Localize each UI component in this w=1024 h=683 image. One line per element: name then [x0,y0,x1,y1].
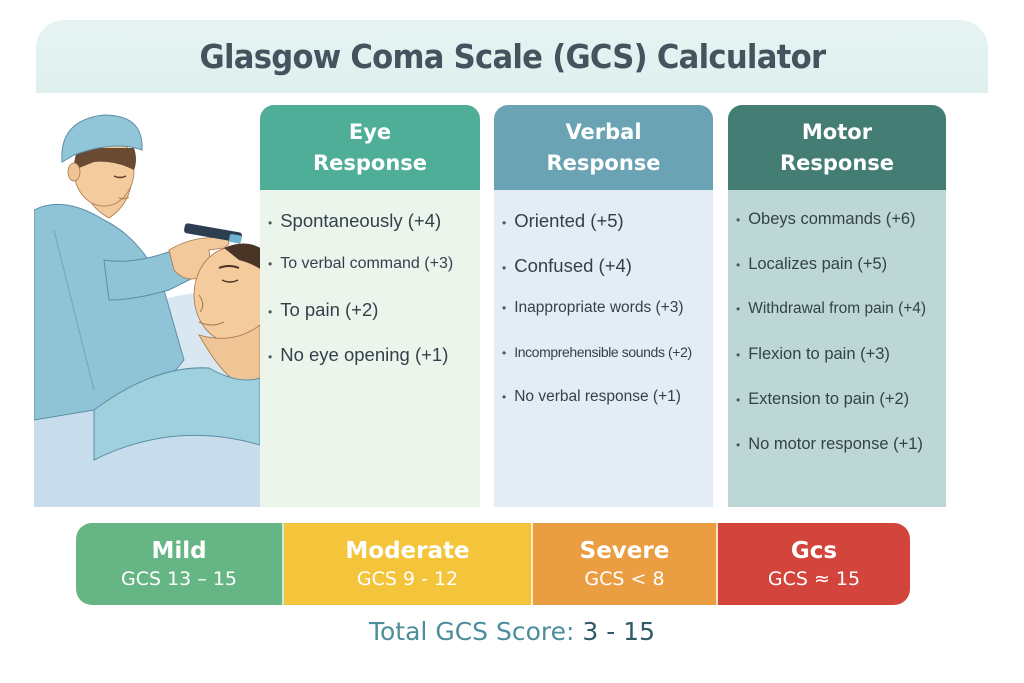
motor-header-line2: Response [779,150,895,175]
illustration-svg [34,100,260,507]
eye-response-header: Eye Response [260,105,480,190]
verbal-header-line1: Verbal [565,119,642,144]
bullet-icon: • [502,216,507,230]
severity-mild-range: GCS 13 – 15 [120,568,238,590]
severity-gcs: Gcs GCS ≈ 15 [718,523,910,605]
eye-option-label: To pain (+2) [280,299,379,320]
eye-option[interactable]: • Spontaneously (+4) [260,210,480,255]
eye-option-label: Spontaneously (+4) [280,210,442,231]
verbal-option-label: No verbal response (+1) [514,388,681,405]
bullet-icon: • [502,390,507,404]
severity-moderate: Moderate GCS 9 - 12 [284,523,533,605]
severity-gcs-range: GCS ≈ 15 [767,568,861,590]
eye-response-column: Eye Response • Spontaneously (+4) • To ver… [260,105,480,507]
bullet-icon: • [502,345,507,360]
bullet-icon: • [502,260,507,275]
verbal-response-header: Verbal Response [494,105,713,190]
severity-scale-bar: Mild GCS 13 – 15 Moderate GCS 9 - 12 Sev… [76,523,910,605]
eye-response-list: • Spontaneously (+4) • To verbal command (… [260,190,480,507]
bullet-icon: • [268,305,273,319]
motor-option-label: Extension to pain (+2) [748,390,910,408]
verbal-response-list: • Oriented (+5) • Confused (+4) • Inappropr… [494,190,713,507]
severity-gcs-label: Gcs [790,538,838,564]
severity-mild: Mild GCS 13 – 15 [76,523,284,605]
verbal-option[interactable]: • Oriented (+5) [494,210,713,255]
bullet-icon: • [736,438,741,452]
motor-option-label: Localizes pain (+5) [748,255,888,273]
eye-option[interactable]: • No eye opening (+1) [260,344,480,389]
eye-option-label: To verbal command (+3) [280,254,454,272]
page-title: Glasgow Coma Scale (GCS) Calculator [199,37,826,76]
motor-option[interactable]: • Obeys commands (+6) [728,210,946,255]
verbal-option[interactable]: • No verbal response (+1) [494,388,713,433]
verbal-option-label: Confused (+4) [514,254,632,276]
verbal-option-label: Incomprehensible sounds (+2) [514,343,692,360]
motor-option-label: Flexion to pain (+3) [748,345,890,363]
motor-option-label: No motor response (+1) [748,435,923,453]
severity-mild-label: Mild [151,538,207,564]
severity-moderate-range: GCS 9 - 12 [356,568,459,590]
bullet-icon: • [736,213,741,227]
total-score-value: 3 - 15 [582,617,655,646]
eye-option[interactable]: • To verbal command (+3) [260,255,480,300]
verbal-header-line2: Response [546,150,661,175]
motor-option[interactable]: • No motor response (+1) [728,435,946,480]
severity-severe-label: Severe [579,538,670,564]
motor-response-header: Motor Response [728,105,946,190]
clinician-examining-patient-illustration [34,100,260,507]
bullet-icon: • [736,258,741,272]
title-banner: Glasgow Coma Scale (GCS) Calculator [36,20,988,93]
severity-severe-range: GCS < 8 [584,568,665,590]
total-gcs-score: Total GCS Score: 3 - 15 [0,617,1024,646]
eye-header-line2: Response [312,150,428,175]
bullet-icon: • [736,302,741,316]
bullet-icon: • [502,301,507,315]
severity-moderate-label: Moderate [345,538,470,564]
severity-severe: Severe GCS < 8 [533,523,718,605]
eye-option[interactable]: • To pain (+2) [260,299,480,344]
motor-option[interactable]: • Withdrawal from pain (+4) [728,300,946,345]
bullet-icon: • [268,349,273,364]
motor-response-list: • Obeys commands (+6) • Localizes pain (+5… [728,190,946,507]
motor-response-column: Motor Response • Obeys commands (+6) • Loc… [728,105,946,507]
verbal-option[interactable]: • Incomprehensible sounds (+2) [494,344,713,389]
motor-option[interactable]: • Extension to pain (+2) [728,390,946,435]
motor-option[interactable]: • Localizes pain (+5) [728,255,946,300]
verbal-option[interactable]: • Inappropriate words (+3) [494,299,713,344]
bullet-icon: • [736,393,741,407]
verbal-option[interactable]: • Confused (+4) [494,255,713,300]
motor-option-label: Withdrawal from pain (+4) [748,300,927,317]
verbal-option-label: Inappropriate words (+3) [514,299,684,316]
verbal-option-label: Oriented (+5) [514,210,624,231]
eye-header-line1: Eye [348,119,392,144]
bullet-icon: • [268,256,273,271]
motor-header-line1: Motor [801,119,873,144]
bullet-icon: • [736,348,741,362]
eye-option-label: No eye opening (+1) [280,343,449,365]
total-score-label: Total GCS Score: [368,617,583,646]
motor-option[interactable]: • Flexion to pain (+3) [728,345,946,390]
bullet-icon: • [268,216,273,230]
verbal-response-column: Verbal Response • Oriented (+5) • Confused… [494,105,713,507]
motor-option-label: Obeys commands (+6) [748,210,916,228]
